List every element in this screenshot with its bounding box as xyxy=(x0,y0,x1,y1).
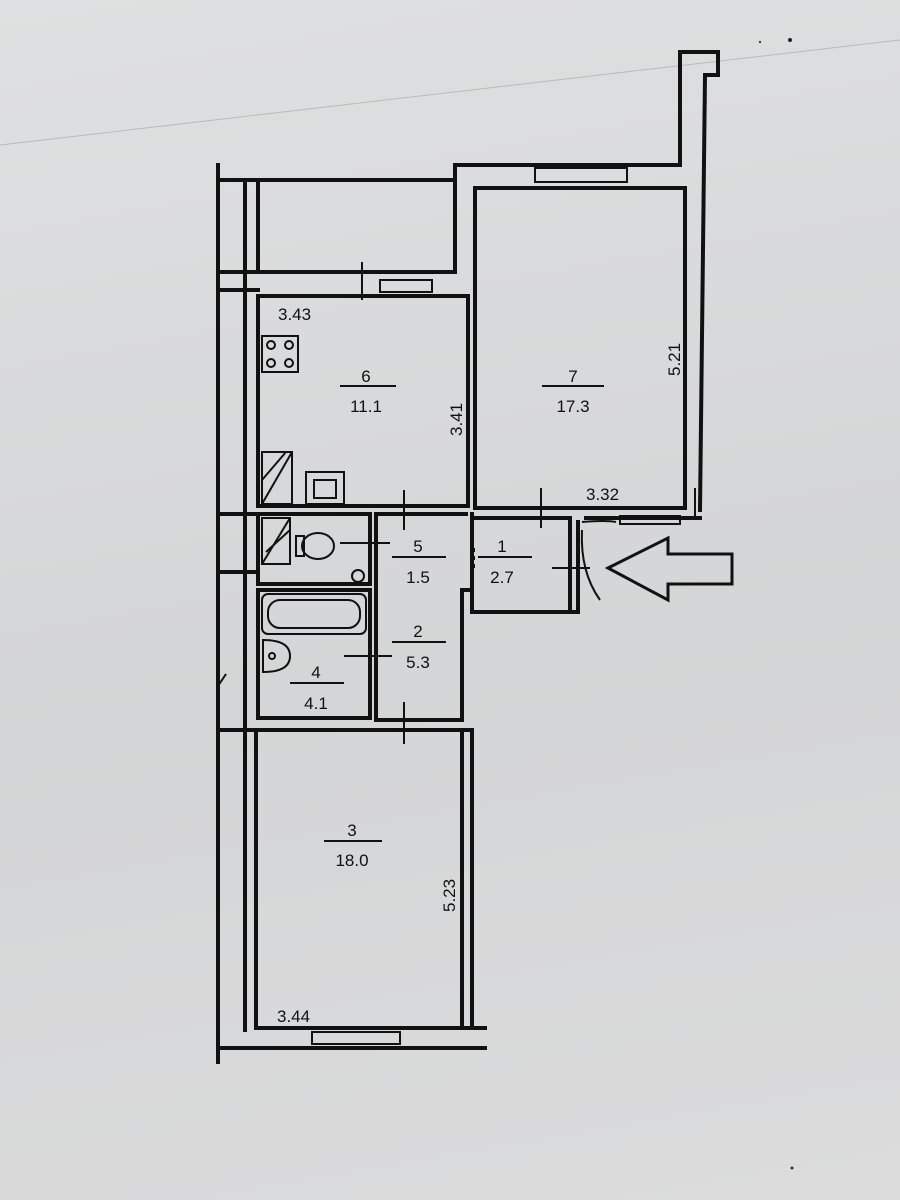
corridor-and-hall xyxy=(374,490,702,744)
room-number: 2 xyxy=(413,622,422,641)
dimension-room3-depth: 5.23 xyxy=(440,879,459,912)
room-4-label: 4 4.1 xyxy=(290,663,344,713)
room-1-label: 1 2.7 xyxy=(478,537,532,587)
room-area: 17.3 xyxy=(556,397,589,416)
room-number: 1 xyxy=(497,537,506,556)
balcony xyxy=(216,178,457,274)
room-5-wc xyxy=(216,512,390,586)
stove-icon xyxy=(261,335,299,373)
entrance-door-swing xyxy=(580,520,617,601)
room-6-kitchen xyxy=(216,262,470,508)
dimension-room7-depth: 5.21 xyxy=(665,343,684,376)
dimension-room3-width: 3.44 xyxy=(277,1007,310,1026)
room-number: 7 xyxy=(568,367,577,386)
room-3-label: 3 18.0 xyxy=(324,821,382,870)
dimension-kitchen-depth: 3.41 xyxy=(447,403,466,436)
outer-walls xyxy=(216,50,720,1064)
room-area: 1.5 xyxy=(406,568,430,587)
room-7-label: 7 17.3 xyxy=(542,367,604,416)
washbasin-icon xyxy=(262,638,292,674)
cabinet-icon xyxy=(261,517,291,565)
room-3 xyxy=(216,673,487,1045)
room-4-bath xyxy=(256,588,392,720)
room-area: 5.3 xyxy=(406,653,430,672)
room-area: 2.7 xyxy=(490,568,514,587)
room-area: 11.1 xyxy=(350,397,382,416)
dimension-room7-width: 3.32 xyxy=(586,485,619,504)
bathtub-icon xyxy=(261,593,367,635)
room-number: 5 xyxy=(413,537,422,556)
room-2-label: 2 5.3 xyxy=(392,622,446,672)
entrance-arrow-icon xyxy=(604,535,734,603)
room-number: 6 xyxy=(361,367,370,386)
room-area: 4.1 xyxy=(304,694,328,713)
room-area: 18.0 xyxy=(335,851,368,870)
drain-icon xyxy=(351,569,365,583)
room-6-label: 6 11.1 xyxy=(340,367,396,416)
room-number: 4 xyxy=(311,663,320,682)
room-5-label: 5 1.5 xyxy=(392,537,446,587)
toilet-icon xyxy=(301,532,335,560)
room-7 xyxy=(473,167,696,528)
kitchen-sink-icon xyxy=(305,471,345,505)
room-number: 3 xyxy=(347,821,356,840)
dimension-kitchen-width: 3.43 xyxy=(278,305,311,324)
kitchen-cabinet-icon xyxy=(261,451,293,505)
